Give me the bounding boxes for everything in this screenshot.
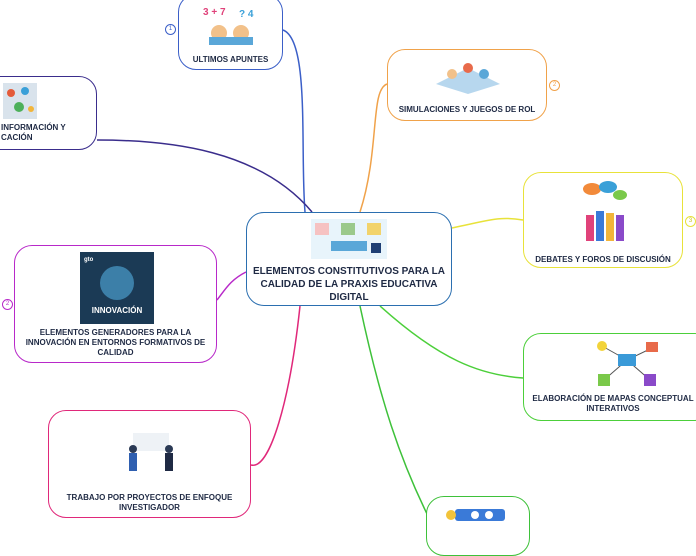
connector-lines [96, 29, 524, 520]
link-ultimos [282, 29, 306, 213]
node-ultimos-apuntes[interactable]: 3 + 7 ? 4 ULTIMOS APUNTES [178, 0, 283, 70]
node-simulaciones[interactable]: SIMULACIONES Y JUEGOS DE ROL [387, 49, 547, 121]
simulation-board-image [436, 63, 500, 94]
central-topic[interactable]: ELEMENTOS CONSTITUTIVOS PARA LA CALIDAD … [246, 212, 452, 306]
central-topic-label: ELEMENTOS CONSTITUTIVOS PARA LA CALIDAD … [252, 266, 446, 303]
innovacion-image: gto INNOVACIÓN [80, 252, 154, 324]
node-informacion-comunicacion[interactable]: INFORMACIÓN Y CACIÓN [0, 76, 97, 150]
link-debates [451, 217, 524, 229]
link-bottom [359, 305, 431, 520]
concept-map-image [597, 341, 658, 386]
node-innovacion[interactable]: gto INNOVACIÓN ELEMENTOS GENERADORES PAR… [14, 245, 217, 363]
link-proyectos [250, 305, 301, 466]
innovacion-image-title: INNOVACIÓN [91, 306, 143, 315]
node-simulaciones-label: SIMULACIONES Y JUEGOS DE ROL [398, 105, 536, 114]
node-innovacion-label: ELEMENTOS GENERADORES PARA LA INNOVACIÓN… [25, 328, 206, 357]
link-simulaciones [359, 83, 388, 213]
innovacion-image-logo: gto [84, 257, 94, 263]
node-bottom-partial[interactable] [426, 496, 530, 556]
people-discussion-image [583, 181, 627, 241]
node-debates-number: 3 [685, 216, 696, 227]
node-informacion-label: INFORMACIÓN Y CACIÓN [1, 123, 66, 142]
brain-silhouette [100, 266, 134, 300]
bottom-node-image [446, 509, 505, 521]
link-tic [96, 139, 313, 213]
kids-reading-image: 3 + 7 ? 4 [203, 7, 254, 45]
node-debates-label: DEBATES Y FOROS DE DISCUSIÓN [535, 255, 671, 264]
center-illustration [311, 219, 387, 259]
tic-image [3, 83, 37, 119]
link-innovacion [216, 271, 247, 301]
link-mapas [379, 305, 524, 379]
node-debates-foros[interactable]: DEBATES Y FOROS DE DISCUSIÓN [523, 172, 683, 268]
node-innovacion-number: 2 [2, 299, 13, 310]
svg-text:? 4: ? 4 [239, 9, 254, 20]
node-mapas-label: ELABORACIÓN DE MAPAS CONCEPTUAL INTERATI… [532, 394, 694, 413]
node-simulaciones-number: 2 [549, 80, 560, 91]
project-presentation-image [129, 433, 173, 471]
node-mapas-conceptuales[interactable]: ELABORACIÓN DE MAPAS CONCEPTUAL INTERATI… [523, 333, 696, 421]
node-ultimos-apuntes-label: ULTIMOS APUNTES [192, 55, 269, 64]
node-proyectos-label: TRABAJO POR PROYECTOS DE ENFOQUE INVESTI… [66, 493, 233, 512]
node-ultimos-number: 1 [165, 24, 176, 35]
svg-text:3 + 7: 3 + 7 [203, 7, 226, 18]
node-proyectos[interactable]: TRABAJO POR PROYECTOS DE ENFOQUE INVESTI… [48, 410, 251, 518]
